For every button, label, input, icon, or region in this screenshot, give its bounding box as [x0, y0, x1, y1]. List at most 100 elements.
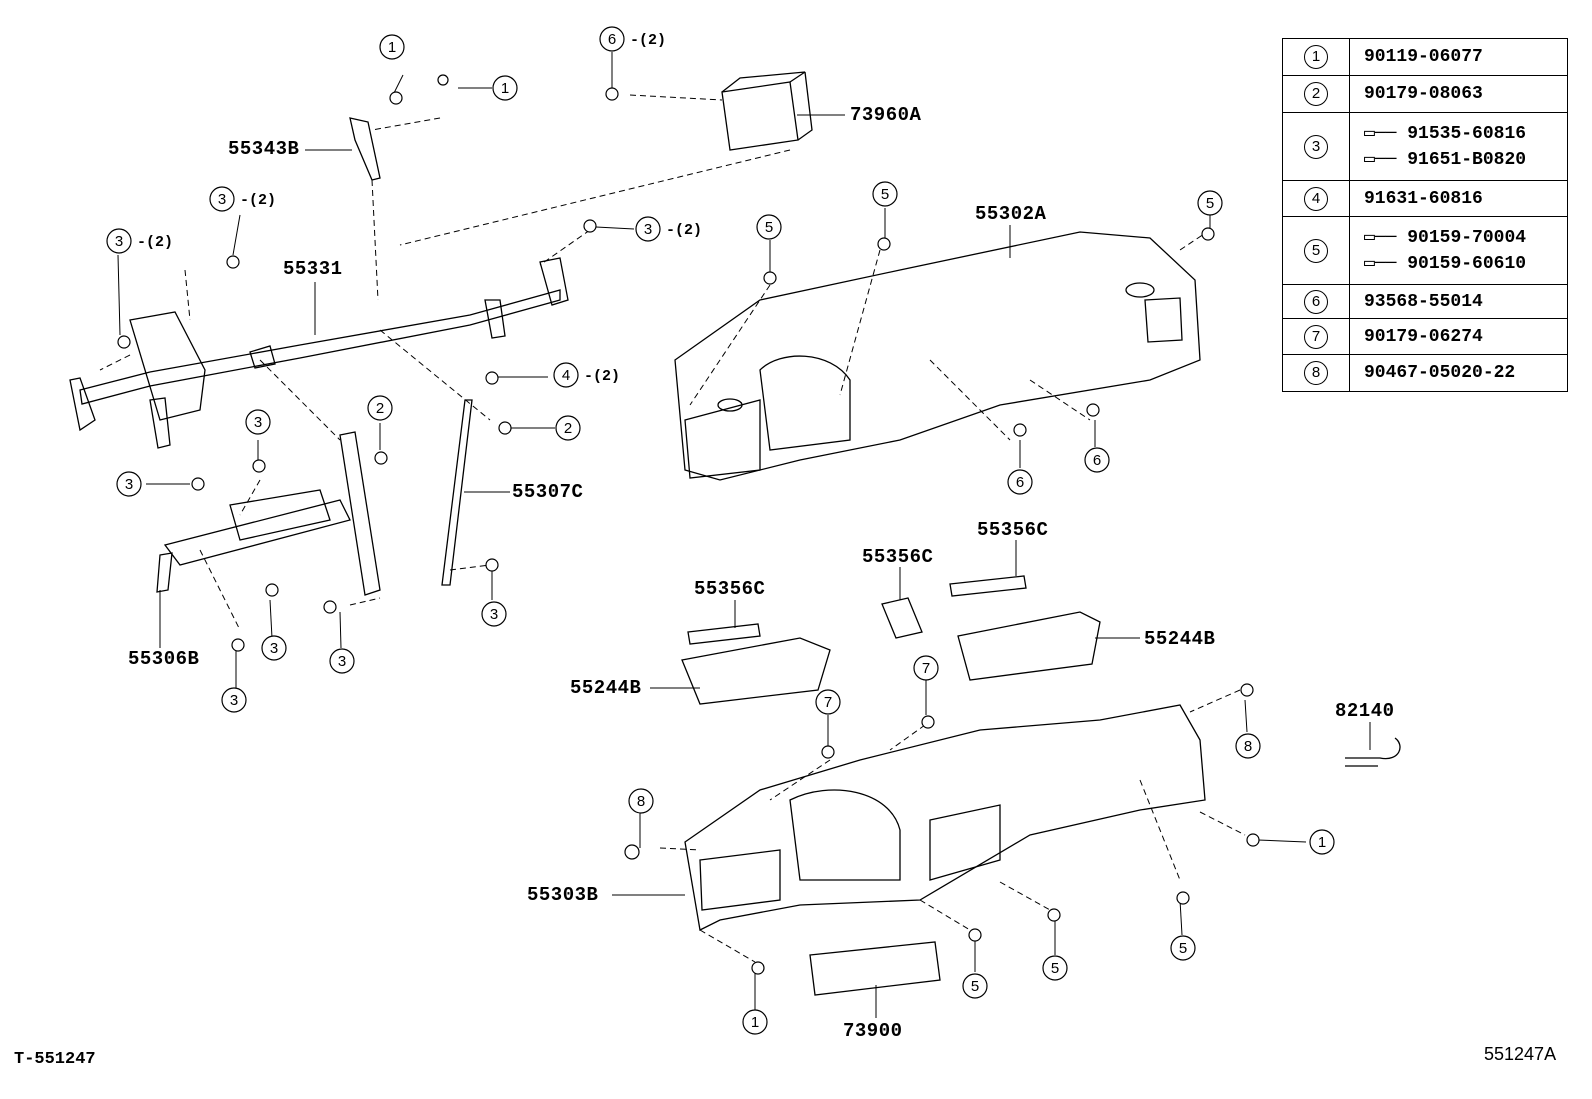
callout-3: 3 -(2): [635, 216, 702, 242]
reinforcement-beam-55331: [69, 257, 569, 449]
legend-part-number: 90179-06274: [1364, 326, 1483, 347]
part-label-55302A: 55302A: [975, 203, 1047, 225]
svg-text:5: 5: [971, 978, 979, 995]
brace-55343B: [349, 117, 381, 181]
part-label-55244B-right: 55244B: [1144, 628, 1216, 650]
callout-5: 5: [962, 973, 988, 999]
svg-text:6: 6: [1093, 452, 1101, 469]
part-label-55306B: 55306B: [128, 648, 200, 670]
callout-circle-icon: 6: [1304, 289, 1328, 314]
callout-3: 3 -(2): [106, 228, 173, 254]
legend-key: 3: [1282, 112, 1350, 181]
svg-text:3: 3: [115, 233, 123, 250]
callout-5: 5: [756, 214, 782, 240]
callout-7: 7: [815, 689, 841, 715]
connector-82140: [1345, 737, 1401, 767]
callout-8: 8: [1235, 733, 1261, 759]
svg-text:2: 2: [376, 400, 384, 417]
svg-text:1: 1: [751, 1014, 759, 1031]
part-label-73960A: 73960A: [850, 104, 922, 126]
callout-6: 6: [1007, 469, 1033, 495]
legend-key: 8: [1282, 354, 1350, 392]
instrument-panel-55302A: [674, 231, 1201, 481]
fasteners: [117, 74, 1260, 975]
svg-text:3: 3: [270, 640, 278, 657]
quantity-note: -(2): [666, 222, 702, 239]
legend-part-number: 90119-06077: [1364, 47, 1483, 67]
svg-text:7: 7: [922, 660, 930, 677]
callout-6: 6: [1084, 447, 1110, 473]
svg-text:7: 7: [824, 694, 832, 711]
figure-code: T-551247: [14, 1050, 96, 1069]
brace-55307C: [441, 399, 473, 586]
legend-key: 4: [1282, 180, 1350, 217]
callout-circle-icon: 3: [1304, 134, 1328, 159]
svg-text:2: 2: [564, 420, 572, 437]
svg-text:8: 8: [1244, 738, 1252, 755]
svg-text:5: 5: [1051, 960, 1059, 977]
legend-key: 1: [1282, 38, 1350, 76]
callout-3: 3: [245, 409, 271, 435]
svg-text:8: 8: [637, 793, 645, 810]
part-label-55356C-middle: 55356C: [862, 546, 934, 568]
callout-7: 7: [913, 655, 939, 681]
svg-text:5: 5: [1179, 940, 1187, 957]
callouts: 116-(2)3-(2)3-(2)3-(2)4-(2)2233333355566…: [106, 26, 1335, 1035]
lower-panel-55303B: [684, 704, 1206, 931]
legend-part-number: ▭── 91535-60816: [1364, 123, 1527, 144]
callout-5: 5: [1197, 190, 1223, 216]
quantity-note: -(2): [137, 234, 173, 251]
callout-3: 3: [261, 635, 287, 661]
part-label-55331: 55331: [283, 258, 343, 280]
callout-circle-icon: 1: [1304, 45, 1328, 69]
svg-text:4: 4: [562, 367, 570, 384]
legend-row: 1 90119-06077: [1282, 38, 1568, 76]
legend-part-number: 90179-08063: [1364, 84, 1483, 104]
legend-part-numbers: 90179-08063: [1349, 75, 1568, 113]
legend-row: 3 ▭── 91535-60816 ▭── 91651-B0820: [1282, 112, 1568, 181]
callout-1: 1: [492, 75, 518, 101]
callout-8: 8: [628, 788, 654, 814]
svg-text:6: 6: [608, 31, 616, 48]
quantity-note: -(2): [630, 32, 666, 49]
legend-part-number: 91631-60816: [1364, 188, 1483, 209]
callout-3: 3: [329, 648, 355, 674]
callout-5: 5: [1170, 935, 1196, 961]
svg-text:1: 1: [1318, 834, 1326, 851]
fastener-legend-table: 1 90119-06077 2 90179-08063 3 ▭── 91535-60816…: [1282, 38, 1568, 392]
svg-text:3: 3: [125, 476, 133, 493]
callout-3: 3: [116, 471, 142, 497]
legend-part-numbers: 91631-60816: [1349, 180, 1568, 217]
legend-part-number: 90467-05020-22: [1364, 363, 1516, 383]
svg-text:3: 3: [338, 653, 346, 670]
callout-4: 4 -(2): [553, 362, 620, 388]
part-label-55307C: 55307C: [512, 481, 584, 503]
legend-key: 5: [1282, 216, 1350, 285]
svg-text:3: 3: [490, 606, 498, 623]
svg-text:1: 1: [388, 39, 396, 56]
svg-text:5: 5: [765, 219, 773, 236]
legend-part-number: ▭── 90159-60610: [1364, 253, 1527, 274]
svg-text:3: 3: [230, 692, 238, 709]
callout-circle-icon: 2: [1304, 82, 1328, 106]
figure-id: 551247A: [1484, 1044, 1557, 1064]
callout-circle-icon: 8: [1304, 361, 1328, 385]
legend-row: 2 90179-08063: [1282, 75, 1568, 113]
callout-circle-icon: 5: [1304, 238, 1328, 263]
legend-part-numbers: ▭── 90159-70004 ▭── 90159-60610: [1349, 216, 1568, 285]
svg-text:3: 3: [644, 221, 652, 238]
legend-part-number: 93568-55014: [1364, 291, 1483, 312]
quantity-note: -(2): [584, 368, 620, 385]
legend-part-numbers: 90119-06077: [1349, 38, 1568, 76]
legend-row: 8 90467-05020-22: [1282, 354, 1568, 392]
legend-row: 6 93568-55014: [1282, 284, 1568, 319]
legend-part-number: ▭── 90159-70004: [1364, 227, 1527, 248]
legend-part-number: ▭── 91651-B0820: [1364, 149, 1527, 170]
callout-3: 3-(2): [209, 186, 276, 212]
legend-row: 4 91631-60816: [1282, 180, 1568, 217]
legend-key: 6: [1282, 284, 1350, 319]
part-label-55356C-right: 55356C: [977, 519, 1049, 541]
callout-5: 5: [1042, 955, 1068, 981]
